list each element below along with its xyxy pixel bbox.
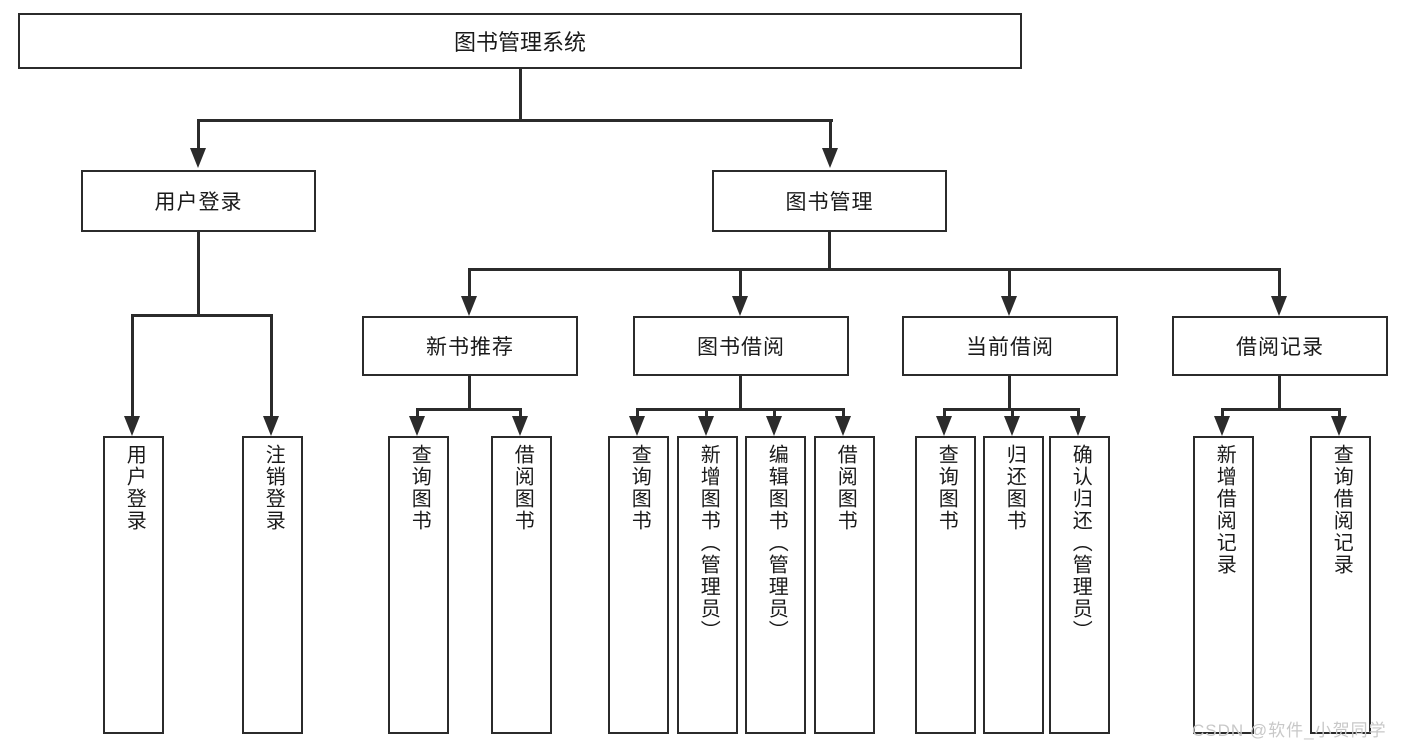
node-label: 确认归还（管理员）: [1069, 444, 1092, 642]
connector-cb-stem: [1008, 376, 1011, 410]
connector-bm-drop-1: [468, 268, 471, 298]
connector-bb-stem: [739, 376, 742, 410]
connector-nbr-drop-2: [519, 408, 522, 418]
node-label: 借阅记录: [1236, 336, 1324, 359]
connector-bb-bus: [636, 408, 844, 411]
arrow-cb-to-leaf-2: [1004, 416, 1020, 436]
connector-br-drop-1: [1221, 408, 1224, 418]
node-label: 归还图书: [1003, 444, 1026, 532]
arrow-bb-to-leaf-2: [698, 416, 714, 436]
node-label: 用户登录: [123, 444, 146, 532]
connector-root-drop-1: [197, 119, 200, 150]
arrow-br-to-leaf-1: [1214, 416, 1230, 436]
node-label: 借阅图书: [511, 444, 534, 532]
leaf-new-book-borrow-book[interactable]: 借阅图书: [491, 436, 552, 734]
connector-user-login-drop-2: [270, 314, 273, 418]
connector-root-drop-2: [829, 119, 832, 150]
node-new-book-recommend[interactable]: 新书推荐: [362, 316, 578, 376]
connector-user-login-stem: [197, 232, 200, 316]
leaf-book-borrow-borrow-book[interactable]: 借阅图书: [814, 436, 875, 734]
node-label: 查询图书: [935, 444, 958, 532]
connector-root-bus: [197, 119, 833, 122]
node-book-management[interactable]: 图书管理: [712, 170, 947, 232]
arrow-cb-to-leaf-3: [1070, 416, 1086, 436]
arrow-bb-to-leaf-4: [835, 416, 851, 436]
node-label: 图书管理: [785, 191, 874, 214]
connector-cb-drop-2: [1011, 408, 1014, 418]
leaf-current-borrow-query-book[interactable]: 查询图书: [915, 436, 976, 734]
connector-bm-drop-4: [1278, 268, 1281, 298]
arrow-root-to-user-login: [190, 148, 206, 168]
node-label: 借阅图书: [834, 444, 857, 532]
leaf-book-borrow-add-book-admin[interactable]: 新增图书（管理员）: [677, 436, 738, 734]
node-current-borrow[interactable]: 当前借阅: [902, 316, 1118, 376]
connector-br-drop-2: [1338, 408, 1341, 418]
connector-user-login-bus: [131, 314, 270, 317]
node-label: 图书管理系统: [453, 30, 586, 55]
arrow-br-to-leaf-2: [1331, 416, 1347, 436]
connector-bb-drop-4: [842, 408, 845, 418]
leaf-borrow-record-add-record[interactable]: 新增借阅记录: [1193, 436, 1254, 734]
leaf-user-login-login[interactable]: 用户登录: [103, 436, 164, 734]
connector-bm-drop-2: [739, 268, 742, 298]
leaf-book-borrow-edit-book-admin[interactable]: 编辑图书（管理员）: [745, 436, 806, 734]
watermark-csdn: CSDN @软件_小贺同学: [1192, 721, 1387, 740]
node-label: 新增图书（管理员）: [697, 444, 720, 642]
arrow-bb-to-leaf-1: [629, 416, 645, 436]
node-label: 查询借阅记录: [1330, 444, 1353, 576]
leaf-book-borrow-query-book[interactable]: 查询图书: [608, 436, 669, 734]
connector-book-management-bus: [468, 268, 1281, 271]
leaf-user-login-logout[interactable]: 注销登录: [242, 436, 303, 734]
node-borrow-record[interactable]: 借阅记录: [1172, 316, 1388, 376]
arrow-bb-to-leaf-3: [766, 416, 782, 436]
connector-br-stem: [1278, 376, 1281, 410]
node-label: 用户登录: [154, 191, 243, 214]
connector-cb-drop-1: [943, 408, 946, 418]
arrow-root-to-book-management: [822, 148, 838, 168]
leaf-new-book-query-book[interactable]: 查询图书: [388, 436, 449, 734]
connector-bm-drop-3: [1008, 268, 1011, 298]
connector-br-bus: [1221, 408, 1341, 411]
arrow-bm-to-borrow-record: [1271, 296, 1287, 316]
connector-cb-drop-3: [1077, 408, 1080, 418]
arrow-bm-to-book-borrow: [732, 296, 748, 316]
connector-bb-drop-2: [705, 408, 708, 418]
connector-nbr-stem: [468, 376, 471, 410]
node-label: 查询图书: [628, 444, 651, 532]
arrow-nbr-to-leaf-2: [512, 416, 528, 436]
arrow-user-login-to-leaf-2: [263, 416, 279, 436]
arrow-cb-to-leaf-1: [936, 416, 952, 436]
node-label: 当前借阅: [966, 336, 1054, 359]
node-user-login[interactable]: 用户登录: [81, 170, 316, 232]
node-label: 编辑图书（管理员）: [765, 444, 788, 642]
connector-bb-drop-1: [636, 408, 639, 418]
arrow-nbr-to-leaf-1: [409, 416, 425, 436]
connector-root-stem: [519, 69, 522, 121]
leaf-current-borrow-return-book[interactable]: 归还图书: [983, 436, 1044, 734]
node-label: 新书推荐: [426, 336, 514, 359]
connector-nbr-drop-1: [416, 408, 419, 418]
arrow-bm-to-current-borrow: [1001, 296, 1017, 316]
node-label: 图书借阅: [697, 336, 785, 359]
leaf-current-borrow-confirm-return-admin[interactable]: 确认归还（管理员）: [1049, 436, 1110, 734]
node-book-borrow[interactable]: 图书借阅: [633, 316, 849, 376]
leaf-borrow-record-query-record[interactable]: 查询借阅记录: [1310, 436, 1371, 734]
connector-book-management-stem: [828, 232, 831, 270]
connector-bb-drop-3: [773, 408, 776, 418]
arrow-bm-to-new-book-recommend: [461, 296, 477, 316]
node-root-book-management-system[interactable]: 图书管理系统: [18, 13, 1022, 69]
arrow-user-login-to-leaf-1: [124, 416, 140, 436]
node-label: 注销登录: [262, 444, 285, 532]
node-label: 查询图书: [408, 444, 431, 532]
connector-user-login-drop-1: [131, 314, 134, 418]
connector-nbr-bus: [416, 408, 522, 411]
node-label: 新增借阅记录: [1213, 444, 1236, 576]
